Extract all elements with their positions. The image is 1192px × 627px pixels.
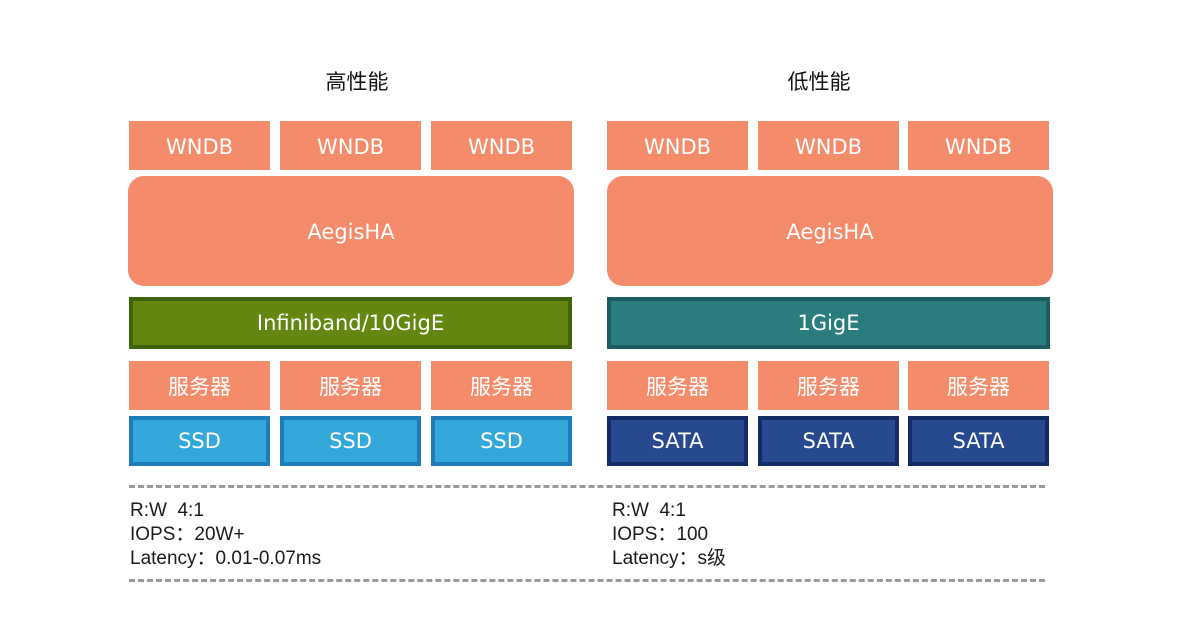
- low-performance-title: 低性能: [787, 70, 851, 94]
- low-disk-1: SATA: [607, 416, 748, 466]
- high-disk-3: SSD: [431, 416, 572, 466]
- low-wndb-2: WNDB: [758, 121, 899, 170]
- high-rw-ratio: R:W 4:1: [130, 500, 204, 521]
- low-wndb-3: WNDB: [908, 121, 1049, 170]
- low-aegisha-block: AegisHA: [607, 176, 1053, 286]
- high-stats: R:W 4:1 IOPS：20W+ Latency：0.01-0.07ms: [130, 499, 321, 571]
- low-wndb-1: WNDB: [607, 121, 748, 170]
- high-iops: IOPS：20W+: [130, 524, 245, 545]
- high-disk-2: SSD: [280, 416, 421, 466]
- high-wndb-3: WNDB: [431, 121, 572, 170]
- high-server-3: 服务器: [431, 361, 572, 410]
- low-iops: IOPS：100: [612, 524, 709, 545]
- low-disk-2: SATA: [758, 416, 899, 466]
- low-network-bar: 1GigE: [607, 297, 1050, 349]
- low-server-1: 服务器: [607, 361, 748, 410]
- low-latency: Latency：s级: [612, 548, 727, 569]
- high-performance-title: 高性能: [325, 70, 389, 94]
- low-stats: R:W 4:1 IOPS：100 Latency：s级: [612, 499, 726, 571]
- high-wndb-1: WNDB: [129, 121, 270, 170]
- high-network-bar: Infiniband/10GigE: [129, 297, 572, 349]
- high-aegisha-block: AegisHA: [128, 176, 574, 286]
- high-wndb-2: WNDB: [280, 121, 421, 170]
- low-server-2: 服务器: [758, 361, 899, 410]
- low-rw-ratio: R:W 4:1: [612, 500, 686, 521]
- high-server-2: 服务器: [280, 361, 421, 410]
- high-server-1: 服务器: [129, 361, 270, 410]
- low-server-3: 服务器: [908, 361, 1049, 410]
- bottom-dashed-divider: [129, 579, 1045, 582]
- top-dashed-divider: [129, 485, 1045, 488]
- high-latency: Latency：0.01-0.07ms: [130, 548, 322, 569]
- high-disk-1: SSD: [129, 416, 270, 466]
- low-disk-3: SATA: [908, 416, 1049, 466]
